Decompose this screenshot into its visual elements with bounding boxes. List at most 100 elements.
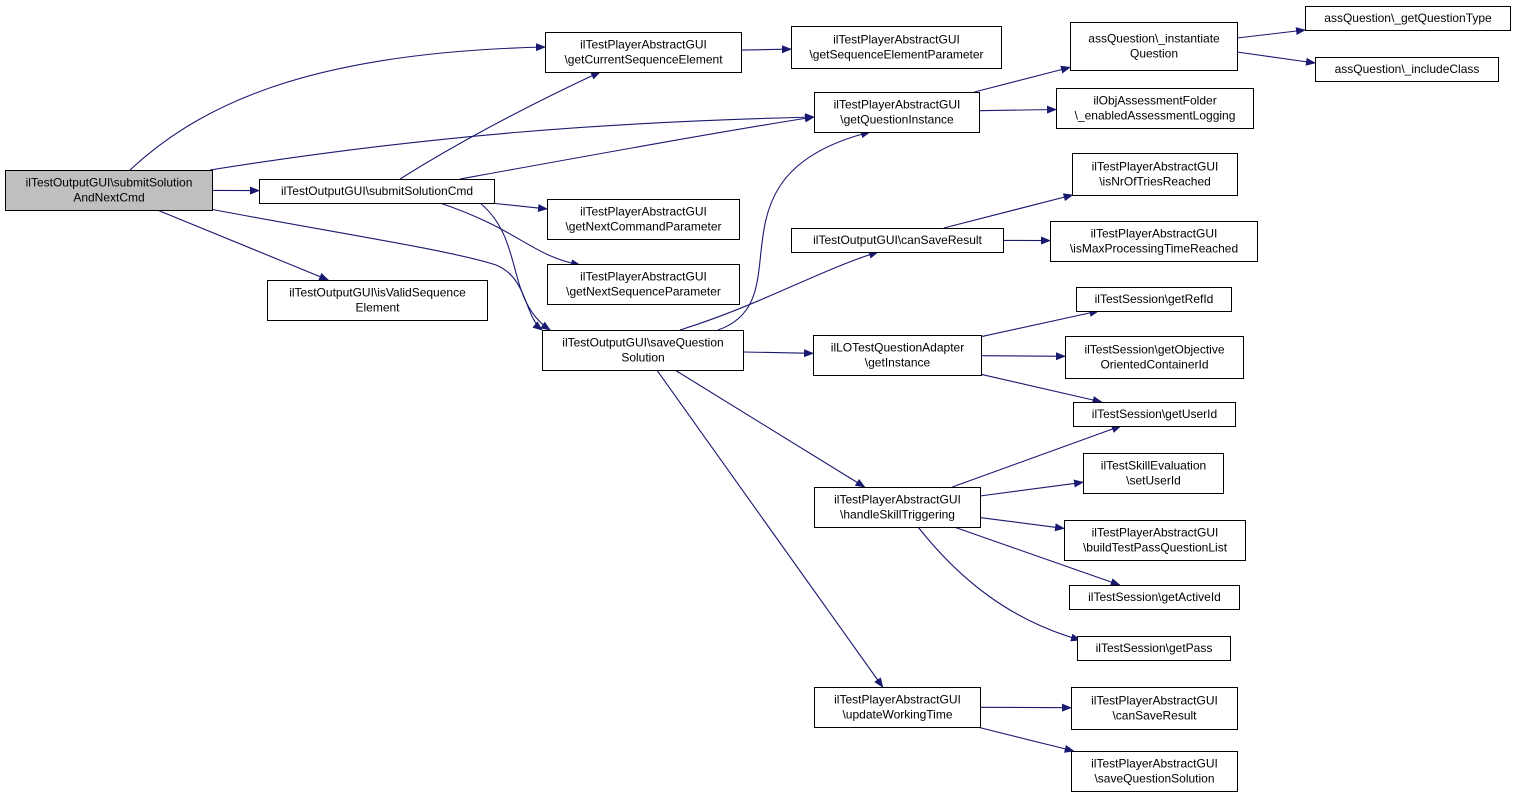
- edge-root-to-isValid: [157, 209, 330, 281]
- node-label: assQuestion\_instantiate: [1088, 32, 1220, 46]
- node-box: [1305, 6, 1511, 31]
- node-getUserId[interactable]: ilTestSession\getUserId: [1073, 402, 1236, 427]
- node-label: \handleSkillTriggering: [840, 508, 955, 522]
- node-label: ilTestOutputGUI\submitSolutionCmd: [281, 184, 473, 198]
- node-box: [814, 687, 981, 728]
- node-label: ilTestPlayerAbstractGUI: [580, 270, 707, 284]
- node-submitCmd[interactable]: ilTestOutputGUI\submitSolutionCmd: [259, 179, 495, 204]
- node-updateWT[interactable]: ilTestPlayerAbstractGUI\updateWorkingTim…: [814, 687, 981, 728]
- edge-saveQS-to-handleSkill: [674, 369, 866, 488]
- node-label: assQuestion\_includeClass: [1335, 62, 1480, 76]
- node-skillEval[interactable]: ilTestSkillEvaluation\setUserId: [1083, 453, 1224, 494]
- edge-submitCmd-to-getQInst: [459, 114, 815, 180]
- node-getPass[interactable]: ilTestSession\getPass: [1077, 636, 1231, 661]
- node-getRefId[interactable]: ilTestSession\getRefId: [1076, 287, 1232, 312]
- node-box: [545, 32, 742, 73]
- node-label: ilTestPlayerAbstractGUI: [1092, 526, 1219, 540]
- node-box: [814, 487, 981, 528]
- node-box: [813, 335, 982, 376]
- node-label: Question: [1130, 47, 1178, 61]
- edge-handleSkill-to-buildList: [979, 517, 1065, 532]
- edge-getQInst-to-objAssess: [978, 105, 1057, 114]
- node-label: \_enabledAssessmentLogging: [1075, 109, 1236, 123]
- node-box: [1077, 636, 1231, 661]
- node-box: [542, 330, 744, 371]
- node-label: ilTestOutputGUI\isValidSequence: [289, 286, 466, 300]
- node-box: [1065, 336, 1244, 379]
- edge-submitCmd-to-getNextSeq: [439, 202, 581, 268]
- node-label: \getQuestionInstance: [840, 113, 954, 127]
- node-label: ilLOTestQuestionAdapter: [831, 341, 964, 355]
- node-label: ilTestPlayerAbstractGUI: [1091, 694, 1218, 708]
- node-label: ilTestSession\getObjective: [1084, 343, 1224, 357]
- node-handleSkill[interactable]: ilTestPlayerAbstractGUI\handleSkillTrigg…: [814, 487, 981, 528]
- node-saveQS[interactable]: ilTestOutputGUI\saveQuestionSolution: [542, 330, 744, 371]
- edges-layer: [129, 27, 1316, 753]
- node-label: ilTestSession\getPass: [1096, 641, 1213, 655]
- node-box: [547, 264, 740, 305]
- node-loAdapter[interactable]: ilLOTestQuestionAdapter\getInstance: [813, 335, 982, 376]
- node-box: [1072, 153, 1238, 196]
- node-includeClass[interactable]: assQuestion\_includeClass: [1315, 57, 1499, 82]
- nodes-layer: ilTestOutputGUI\submitSolutionAndNextCmd…: [5, 6, 1511, 792]
- node-label: \isMaxProcessingTimeReached: [1070, 242, 1238, 256]
- node-label: OrientedContainerId: [1100, 358, 1208, 372]
- node-box: [259, 179, 495, 204]
- node-label: \saveQuestionSolution: [1094, 772, 1214, 786]
- node-label: ilTestPlayerAbstractGUI: [834, 493, 961, 507]
- node-label: \canSaveResult: [1112, 709, 1197, 723]
- node-label: Solution: [621, 351, 664, 365]
- node-getObjCont[interactable]: ilTestSession\getObjectiveOrientedContai…: [1065, 336, 1244, 379]
- node-box: [1050, 221, 1258, 262]
- edge-assInst-to-getQType: [1236, 27, 1306, 39]
- node-label: assQuestion\_getQuestionType: [1324, 11, 1492, 25]
- node-getNextCmd[interactable]: ilTestPlayerAbstractGUI\getNextCommandPa…: [547, 199, 740, 240]
- node-label: Element: [355, 301, 400, 315]
- edge-loAdapter-to-getUserId: [980, 373, 1103, 404]
- node-getCurSeq[interactable]: ilTestPlayerAbstractGUI\getCurrentSequen…: [545, 32, 742, 73]
- edge-root-to-getCurSeq: [129, 43, 546, 171]
- node-canSave2[interactable]: ilTestPlayerAbstractGUI\canSaveResult: [1071, 687, 1238, 730]
- node-objAssess[interactable]: ilObjAssessmentFolder\_enabledAssessment…: [1056, 88, 1254, 129]
- node-label: \getNextCommandParameter: [565, 220, 721, 234]
- node-getNextSeq[interactable]: ilTestPlayerAbstractGUI\getNextSequenceP…: [547, 264, 740, 305]
- node-isMaxTime[interactable]: ilTestPlayerAbstractGUI\isMaxProcessingT…: [1050, 221, 1258, 262]
- node-label: ilTestPlayerAbstractGUI: [580, 38, 707, 52]
- node-saveQS2[interactable]: ilTestPlayerAbstractGUI\saveQuestionSolu…: [1071, 751, 1238, 792]
- edge-getQInst-to-assInst: [974, 65, 1071, 93]
- node-canSave[interactable]: ilTestOutputGUI\canSaveResult: [791, 228, 1004, 253]
- node-box: [791, 228, 1004, 253]
- node-label: \getNextSequenceParameter: [566, 285, 721, 299]
- edge-handleSkill-to-getUserId: [952, 425, 1122, 488]
- edge-submitCmd-to-saveQS: [479, 202, 551, 331]
- node-label: \updateWorkingTime: [842, 708, 952, 722]
- node-label: \getSequenceElementParameter: [809, 48, 983, 62]
- edge-handleSkill-to-skillEval: [979, 479, 1084, 497]
- node-label: ilTestPlayerAbstractGUI: [1092, 160, 1219, 174]
- node-buildList[interactable]: ilTestPlayerAbstractGUI\buildTestPassQue…: [1064, 520, 1246, 561]
- node-box: [5, 170, 213, 211]
- edge-handleSkill-to-getPass: [917, 526, 1081, 642]
- node-label: ilTestOutputGUI\saveQuestion: [562, 336, 723, 350]
- node-label: ilTestOutputGUI\submitSolution: [26, 176, 193, 190]
- node-box: [814, 92, 980, 133]
- node-getQType[interactable]: assQuestion\_getQuestionType: [1305, 6, 1511, 31]
- node-box: [267, 280, 488, 321]
- node-getSeqParam[interactable]: ilTestPlayerAbstractGUI\getSequenceEleme…: [791, 26, 1002, 69]
- node-label: \getCurrentSequenceElement: [564, 53, 723, 67]
- node-label: ilTestPlayerAbstractGUI: [833, 33, 960, 47]
- node-getQInst[interactable]: ilTestPlayerAbstractGUI\getQuestionInsta…: [814, 92, 980, 133]
- edge-saveQS-to-updateWT: [656, 369, 884, 688]
- edge-saveQS-to-getQInst: [717, 130, 871, 331]
- node-isNrTries[interactable]: ilTestPlayerAbstractGUI\isNrOfTriesReach…: [1072, 153, 1238, 196]
- node-box: [1083, 453, 1224, 494]
- edge-getCurSeq-to-getSeqParam: [740, 45, 792, 54]
- edge-handleSkill-to-getActiveId: [953, 526, 1121, 586]
- node-label: ilObjAssessmentFolder: [1093, 94, 1216, 108]
- node-getActiveId[interactable]: ilTestSession\getActiveId: [1069, 585, 1240, 610]
- node-label: \isNrOfTriesReached: [1099, 175, 1211, 189]
